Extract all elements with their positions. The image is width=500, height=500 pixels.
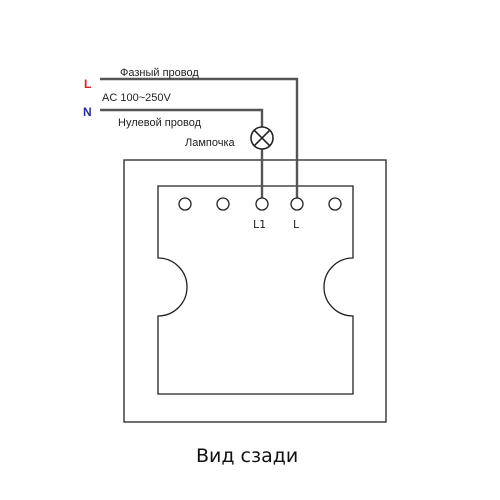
caption: Вид сзади xyxy=(196,445,298,467)
terminal-5 xyxy=(328,197,342,211)
lamp-label: Лампочка xyxy=(185,137,236,149)
inner-frame xyxy=(157,185,354,395)
terminal-l xyxy=(290,197,304,211)
neutral-label: Нулевой провод xyxy=(118,117,202,129)
terminal-2 xyxy=(216,197,230,211)
phase-label: Фазный провод xyxy=(120,67,199,79)
voltage-label: AC 100~250V xyxy=(102,92,171,104)
neutral-letter: N xyxy=(83,105,92,119)
terminal-l1 xyxy=(255,197,269,211)
neutral-wire xyxy=(100,108,264,127)
lamp-icon xyxy=(250,126,274,150)
phase-letter: L xyxy=(84,77,91,91)
terminal-1 xyxy=(178,197,192,211)
terminal-l-label: L xyxy=(293,218,300,231)
outer-plate xyxy=(123,159,387,423)
phase-wire xyxy=(100,77,299,201)
terminal-l1-label: L1 xyxy=(253,218,266,231)
